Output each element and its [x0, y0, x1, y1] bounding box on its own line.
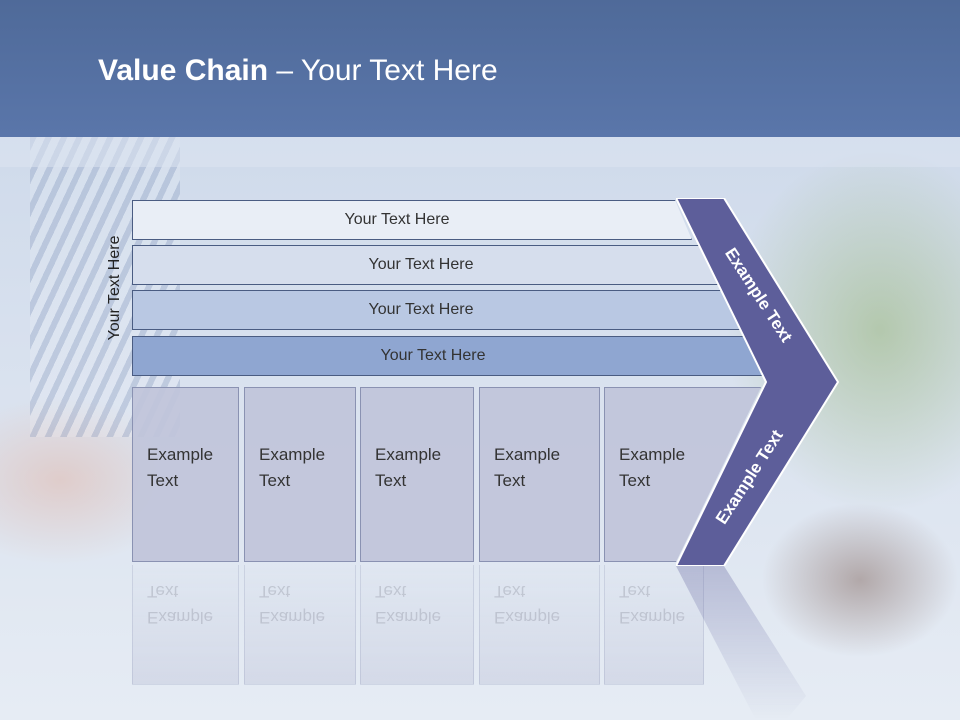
slide-header: Value Chain – Your Text Here — [0, 0, 960, 137]
box-text-line-1: Example — [375, 445, 442, 464]
primary-activity-box-3: Example Text — [360, 387, 474, 562]
box-reflection-4: Example Text — [479, 565, 600, 685]
support-bar-3: Your Text Here — [132, 290, 740, 330]
header-under-strip — [0, 137, 960, 167]
primary-activity-box-2: Example Text — [244, 387, 356, 562]
chevron-shape — [676, 198, 839, 566]
box-text-line-1: Example — [259, 445, 326, 464]
primary-activity-box-4: Example Text — [479, 387, 600, 562]
box-text-line-2: Text — [259, 471, 291, 490]
support-bar-label: Your Text Here — [344, 211, 450, 228]
reflection-text-line-2: Text — [147, 582, 179, 601]
box-text-line-1: Example — [147, 445, 214, 464]
slide-title-bold: Value Chain — [98, 54, 269, 87]
box-text-line-2: Text — [619, 471, 651, 490]
support-bar-4: Your Text Here — [132, 336, 764, 376]
reflection-text-line-1: Example — [147, 608, 214, 627]
box-text-line-2: Text — [147, 471, 179, 490]
reflection-text-line-1: Example — [494, 608, 561, 627]
reflection-text-line-1: Example — [259, 608, 326, 627]
slide-title-rest: – Your Text Here — [268, 54, 498, 87]
vertical-axis-label: Your Text Here — [106, 235, 123, 341]
box-text-line-1: Example — [494, 445, 561, 464]
chevron-reflection-shape — [676, 566, 806, 720]
support-bar-label: Your Text Here — [380, 347, 486, 364]
box-text-line-2: Text — [375, 471, 407, 490]
support-bar-label: Your Text Here — [368, 301, 474, 318]
chevron-reflection — [676, 566, 806, 720]
reflection-text-line-1: Example — [375, 608, 442, 627]
reflection-text-line-2: Text — [259, 582, 291, 601]
box-text-line-2: Text — [494, 471, 526, 490]
box-reflection-3: Example Text — [360, 565, 474, 685]
primary-activity-box-1: Example Text — [132, 387, 239, 562]
reflection-text-line-2: Text — [494, 582, 526, 601]
box-text-line-1: Example — [619, 445, 686, 464]
reflection-text-line-2: Text — [375, 582, 407, 601]
support-bar-label: Your Text Here — [368, 256, 474, 273]
box-reflection-2: Example Text — [244, 565, 356, 685]
support-bar-1: Your Text Here — [132, 200, 692, 240]
slide-title: Value Chain – Your Text Here — [98, 54, 498, 88]
value-chain-chevron: Example Text Example Text — [676, 198, 839, 566]
support-bar-2: Your Text Here — [132, 245, 740, 285]
box-reflection-1: Example Text — [132, 565, 239, 685]
